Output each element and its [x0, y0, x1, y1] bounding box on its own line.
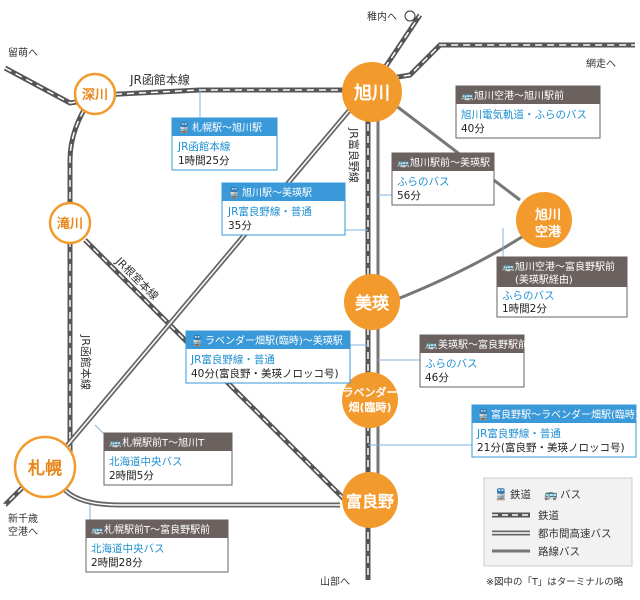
bus-icon: 🚌 — [397, 158, 410, 169]
station-sapporo: 札幌 — [13, 435, 77, 499]
svg-text:空港: 空港 — [535, 224, 562, 240]
footnote: ※図中の「T」はターミナルの略 — [486, 576, 624, 588]
svg-text:JR富良野線・普通: JR富良野線・普通 — [227, 205, 312, 218]
route-box: 🚆 ラベンダー畑駅(臨時)～美瑛駅 JR富良野線・普通 40分(富良野・美瑛ノロ… — [185, 330, 351, 384]
svg-text:ふらのバス: ふらのバス — [425, 358, 478, 370]
station-asahikawa: 旭川 — [342, 62, 402, 122]
rumoi-label: 留萌へ — [8, 46, 38, 59]
svg-text:2時間28分: 2時間28分 — [91, 557, 143, 569]
svg-text:40分: 40分 — [461, 123, 485, 135]
arrow-icon — [404, 10, 416, 22]
route-box: 🚌 旭川駅前～美瑛駅 ふらのバス 56分 — [391, 152, 495, 206]
bus-icon: 🚌 — [91, 525, 104, 536]
svg-text:旭川空港～富良野駅前: 旭川空港～富良野駅前 — [515, 260, 615, 273]
svg-text:ラベンダー: ラベンダー — [343, 385, 398, 399]
route-boxes: 🚆 札幌駅～旭川駅 JR函館本線 1時間25分 🚆 旭川駅～美瑛駅 JR富良野線… — [85, 85, 639, 573]
svg-text:JR富良野線・普通: JR富良野線・普通 — [476, 427, 561, 440]
svg-text:2時間5分: 2時間5分 — [109, 470, 154, 482]
bus-icon: 🚌 — [461, 91, 474, 102]
shinchitose-label-2: 空港へ — [8, 525, 38, 538]
hakodate-top-label: JR函館本線 — [129, 72, 190, 87]
train-icon: 🚆 — [191, 334, 203, 347]
furano-line-label: JR富良野線 — [347, 127, 361, 183]
svg-text:札幌: 札幌 — [27, 458, 62, 479]
svg-text:旭川: 旭川 — [353, 82, 390, 104]
legend-rail: 鉄道 — [510, 488, 531, 501]
direction-labels: 稚内へ 留萌へ 網走へ 新千歳 空港へ 山部へ — [8, 10, 616, 588]
svg-text:旭川電気軌道・ふらのバス: 旭川電気軌道・ふらのバス — [461, 108, 587, 121]
svg-text:旭川: 旭川 — [534, 207, 561, 223]
svg-text:21分(富良野・美瑛ノロッコ号): 21分(富良野・美瑛ノロッコ号) — [477, 441, 625, 454]
bus-icon: 🚌 — [425, 340, 438, 351]
bus-icon: 🚌 — [502, 262, 515, 273]
svg-text:35分: 35分 — [228, 220, 252, 232]
highway-bus-lines — [53, 98, 360, 508]
station-lavender: ラベンダー 畑(臨時) — [342, 372, 398, 428]
station-biei: 美瑛 — [344, 274, 400, 330]
svg-text:40分(富良野・美瑛ノロッコ号): 40分(富良野・美瑛ノロッコ号) — [191, 367, 339, 380]
svg-text:JR富良野線・普通: JR富良野線・普通 — [190, 353, 275, 366]
svg-text:札幌駅前T～富良野駅前: 札幌駅前T～富良野駅前 — [104, 523, 210, 536]
nemuro-line-label: JR根室本線 — [112, 254, 161, 303]
train-icon: 🚆 — [494, 488, 508, 501]
svg-text:畑(臨時): 畑(臨時) — [348, 400, 391, 414]
legend-rail-line: 鉄道 — [538, 509, 559, 522]
route-box: 🚌 札幌駅前T～旭川T 北海道中央バス 2時間5分 — [103, 432, 233, 486]
svg-text:46分: 46分 — [425, 372, 449, 384]
train-icon: 🚆 — [178, 121, 190, 134]
svg-text:滝川: 滝川 — [57, 216, 83, 232]
svg-text:北海道中央バス: 北海道中央バス — [109, 455, 183, 468]
station-fukagawa: 深川 — [73, 72, 117, 116]
svg-text:1時間2分: 1時間2分 — [502, 303, 547, 315]
route-box: 🚌 美瑛駅～富良野駅前 ふらのバス 46分 — [419, 334, 528, 388]
svg-text:富良野駅～ラベンダー畑駅(臨時): 富良野駅～ラベンダー畑駅(臨時) — [491, 408, 639, 421]
svg-text:富良野: 富良野 — [346, 492, 394, 511]
hakodate-left-label: JR函館本線 — [79, 334, 93, 390]
svg-text:56分: 56分 — [397, 190, 421, 202]
legend-route-bus: 路線バス — [538, 545, 580, 558]
svg-text:札幌駅前T～旭川T: 札幌駅前T～旭川T — [122, 436, 205, 449]
stations: 旭川 美瑛 ラベンダー 畑(臨時) 富良野 ✈ 旭川 空港 札幌 深川 — [13, 62, 572, 528]
svg-text:(美瑛駅経由): (美瑛駅経由) — [515, 273, 573, 286]
station-takikawa: 滝川 — [48, 201, 92, 245]
route-box: 🚌 札幌駅前T～富良野駅前 北海道中央バス 2時間28分 — [85, 519, 229, 573]
svg-text:ラベンダー畑駅(臨時)～美瑛駅: ラベンダー畑駅(臨時)～美瑛駅 — [205, 334, 343, 347]
legend-bus: バス — [560, 489, 581, 501]
svg-text:ふらのバス: ふらのバス — [397, 176, 450, 188]
bus-icon: 🚌 — [109, 438, 122, 449]
svg-text:深川: 深川 — [82, 87, 108, 103]
train-icon: 🚆 — [228, 186, 240, 199]
legend-highway-bus: 都市間高速バス — [538, 527, 612, 540]
svg-text:1時間25分: 1時間25分 — [178, 155, 230, 167]
svg-text:美瑛: 美瑛 — [355, 293, 390, 314]
svg-text:旭川駅～美瑛駅: 旭川駅～美瑛駅 — [242, 186, 312, 199]
route-box: 🚌 旭川空港～旭川駅前 旭川電気軌道・ふらのバス 40分 — [455, 85, 601, 139]
svg-text:ふらのバス: ふらのバス — [502, 290, 555, 302]
abashiri-label: 網走へ — [586, 57, 616, 70]
route-box: 🚆 富良野駅～ラベンダー畑駅(臨時) JR富良野線・普通 21分(富良野・美瑛ノ… — [471, 404, 639, 458]
station-furano: 富良野 — [342, 472, 398, 528]
airplane-icon: ✈ — [538, 181, 550, 197]
bus-icon: 🚌 — [544, 488, 558, 501]
yamabe-label: 山部へ — [320, 575, 350, 588]
svg-text:美瑛駅～富良野駅前: 美瑛駅～富良野駅前 — [438, 338, 528, 351]
svg-text:旭川駅前～美瑛駅: 旭川駅前～美瑛駅 — [410, 156, 490, 169]
train-icon: 🚆 — [477, 408, 489, 421]
svg-text:北海道中央バス: 北海道中央バス — [91, 542, 165, 555]
route-box: 🚌 旭川空港～富良野駅前 (美瑛駅経由) ふらのバス 1時間2分 — [496, 256, 628, 318]
svg-text:JR函館本線: JR函館本線 — [177, 140, 231, 153]
route-box: 🚆 旭川駅～美瑛駅 JR富良野線・普通 35分 — [221, 182, 346, 236]
route-box: 🚆 札幌駅～旭川駅 JR函館本線 1時間25分 — [171, 117, 278, 171]
wakkanai-label: 稚内へ — [367, 10, 397, 23]
shinchitose-label-1: 新千歳 — [8, 512, 38, 525]
station-airport: ✈ 旭川 空港 — [516, 181, 572, 248]
svg-text:札幌駅～旭川駅: 札幌駅～旭川駅 — [192, 121, 262, 134]
legend: 🚆 鉄道 🚌 バス 鉄道 都市間高速バス 路線バス — [483, 477, 633, 567]
svg-text:旭川空港～旭川駅前: 旭川空港～旭川駅前 — [474, 89, 564, 102]
leader-lines — [89, 90, 504, 520]
